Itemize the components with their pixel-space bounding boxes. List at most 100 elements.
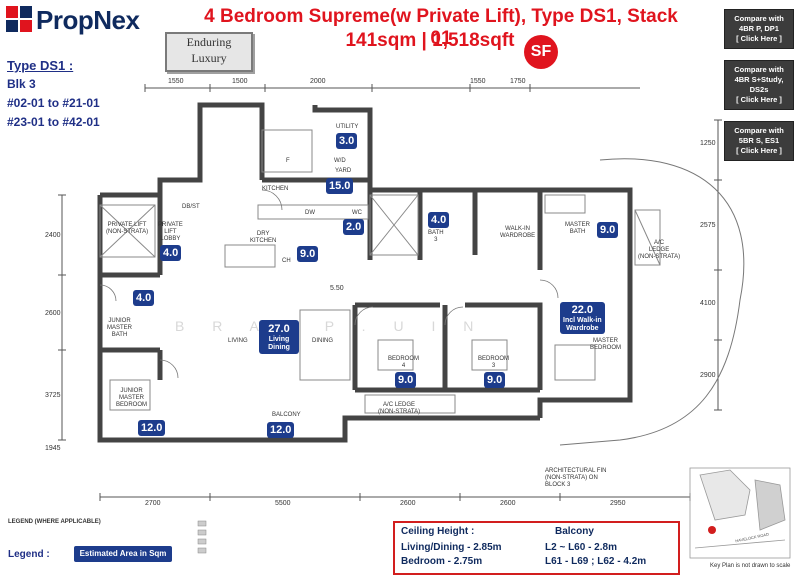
label-line: A/C	[654, 240, 665, 246]
label-line: BATH	[428, 230, 444, 236]
balcony-heading: Balcony	[555, 526, 594, 537]
sf-badge: SF	[524, 35, 558, 69]
label-line: BLOCK 3	[545, 482, 571, 488]
button-line: [ Click Here ]	[736, 34, 782, 43]
wc-label: WC	[352, 210, 362, 216]
type-info: Type DS1 : Blk 3 #02-01 to #21-01 #23-01…	[7, 56, 100, 132]
label-line: MASTER	[107, 325, 133, 331]
label-line: BEDROOM	[478, 356, 510, 362]
ceiling-height-box: Ceiling Height : Living/Dining - 2.85m B…	[393, 521, 680, 575]
tag-line-1: Enduring	[186, 35, 232, 49]
dim-bottom: 2600	[500, 500, 516, 507]
dim-right: 2900	[700, 372, 716, 379]
dim-top: 2000	[310, 78, 326, 85]
label-line: WALK-IN	[505, 226, 530, 232]
label-line: (NON-STRATA)	[638, 254, 681, 260]
label-line: LOBBY	[160, 236, 181, 242]
master-bath-area: 9.0	[597, 222, 619, 238]
label-line: (NON-STRATA)	[106, 229, 149, 235]
label-line: PRIVATE	[158, 222, 183, 228]
area-note: Dining	[268, 344, 290, 351]
label-line: 3	[491, 363, 496, 369]
label-line: BEDROOM	[116, 402, 148, 408]
utility-label: UTILITY	[336, 124, 359, 130]
label-line: BATH	[569, 229, 586, 235]
watermark: B R A O P . U I N	[175, 318, 486, 334]
button-line: 5BR S, ES1	[738, 136, 780, 145]
balcony-label: BALCONY	[272, 412, 301, 418]
dim-bottom: 5500	[275, 500, 291, 507]
brand-name: PropNex	[36, 5, 140, 35]
type-heading: Type DS1 :	[7, 58, 74, 73]
type-line: Blk 3	[7, 77, 36, 91]
compare-4br-p-button[interactable]: Compare with 4BR P, DP1 [ Click Here ]	[724, 9, 794, 49]
dim-left: 3725	[45, 392, 61, 399]
compare-5br-button[interactable]: Compare with 5BR S, ES1 [ Click Here ]	[724, 121, 794, 161]
dim-bottom: 2950	[610, 500, 626, 507]
balcony-height-2: L61 - L69 ; L62 - 4.2m	[545, 556, 647, 567]
label-line: KITCHEN	[250, 238, 277, 244]
label-line: BEDROOM	[590, 345, 622, 351]
label-line: PRIVATE LIFT	[107, 222, 147, 228]
label-line: ARCHITECTURAL FIN	[545, 468, 607, 474]
button-line: [ Click Here ]	[736, 146, 782, 155]
page-subtitle: 141sqm | 1,518sqft	[345, 30, 515, 51]
dim-right: 4100	[700, 300, 716, 307]
compare-4br-study-button[interactable]: Compare with 4BR S+Study, DS2s [ Click H…	[724, 60, 794, 110]
ceiling-bedroom: Bedroom - 2.75m	[401, 556, 483, 567]
kitchen-label: KITCHEN	[262, 186, 289, 192]
label-line: MASTER	[565, 222, 591, 228]
dry-kitchen-area: 9.0	[297, 246, 319, 262]
living-dining-area: 27.0 Living Dining	[259, 320, 299, 354]
button-line: Compare with	[734, 14, 784, 23]
dim-left: 2400	[45, 232, 61, 239]
yard-label: YARD	[335, 168, 352, 174]
label-line: WARDROBE	[500, 233, 536, 239]
button-line: Compare with	[734, 126, 784, 135]
area-note: Living	[268, 336, 290, 343]
bedroom3-area: 9.0	[484, 372, 506, 388]
label-line: 3	[434, 237, 438, 243]
tag-line-2: Luxury	[191, 51, 227, 65]
page-title: 4 Bedroom Supreme(w Private Lift), Type …	[204, 6, 678, 49]
dishwasher-label: DW	[305, 210, 315, 216]
cooker-label: CH	[282, 258, 291, 264]
dim-right: 1250	[700, 140, 716, 147]
label-line: LEDGE	[648, 247, 670, 253]
button-line: Compare with	[734, 65, 784, 74]
ac-ledge-bottom-label: A/C LEDGE(NON-STRATA)	[378, 402, 420, 416]
dim-left: 1945	[45, 445, 61, 452]
label-line: (NON-STRATA)	[378, 409, 421, 415]
label-line: 4	[401, 363, 406, 369]
washer-label: W/D	[334, 158, 346, 164]
master-bedroom-area: 22.0 Incl Walk-in Wardrobe	[560, 302, 605, 334]
utility-area: 3.0	[336, 133, 358, 149]
dim-top: 1550	[168, 78, 184, 85]
label-line: JUNIOR	[120, 388, 143, 394]
living-label: LIVING	[228, 338, 248, 344]
enduring-luxury-tag: Enduring Luxury	[165, 32, 253, 72]
button-line: DS2s	[749, 85, 769, 94]
label-line: BATH	[111, 332, 128, 338]
dim-top: 1500	[232, 78, 248, 85]
db-st-label: DB/ST	[182, 204, 200, 210]
area-value: 27.0	[268, 323, 290, 335]
label-line: DRY	[256, 231, 270, 237]
area-note: Wardrobe	[566, 325, 599, 332]
label-line: (NON-STRATA) ON	[545, 475, 598, 481]
dim-top: 1550	[470, 78, 486, 85]
button-line: 4BR P, DP1	[739, 24, 779, 33]
area-value: 22.0	[571, 304, 594, 316]
dining-label: DINING	[312, 338, 333, 344]
dim-center: 5.50	[330, 285, 344, 292]
dim-top: 1750	[510, 78, 526, 85]
